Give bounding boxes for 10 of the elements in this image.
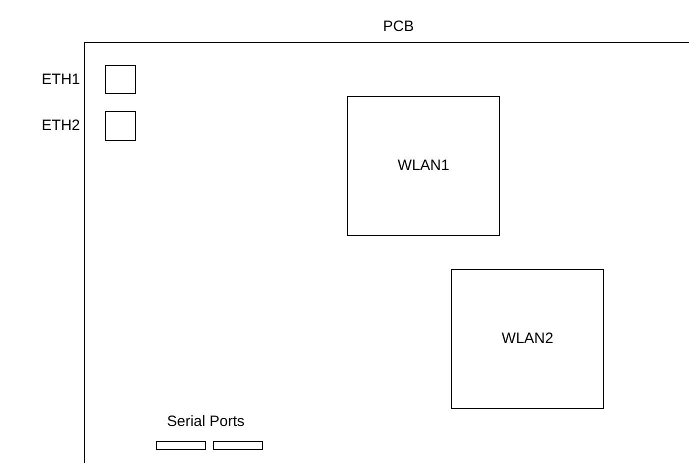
serial-ports-label: Serial Ports (167, 412, 245, 432)
module-label: WLAN1 (398, 156, 450, 176)
port-label: ETH1 (42, 70, 80, 90)
module-label: WLAN2 (502, 328, 554, 349)
wlan-module (347, 96, 500, 236)
board-title: PCB (383, 17, 414, 37)
serial-port (213, 441, 263, 450)
serial-port (156, 441, 206, 450)
port-label: ETH2 (42, 116, 80, 136)
wlan-module (451, 269, 604, 409)
